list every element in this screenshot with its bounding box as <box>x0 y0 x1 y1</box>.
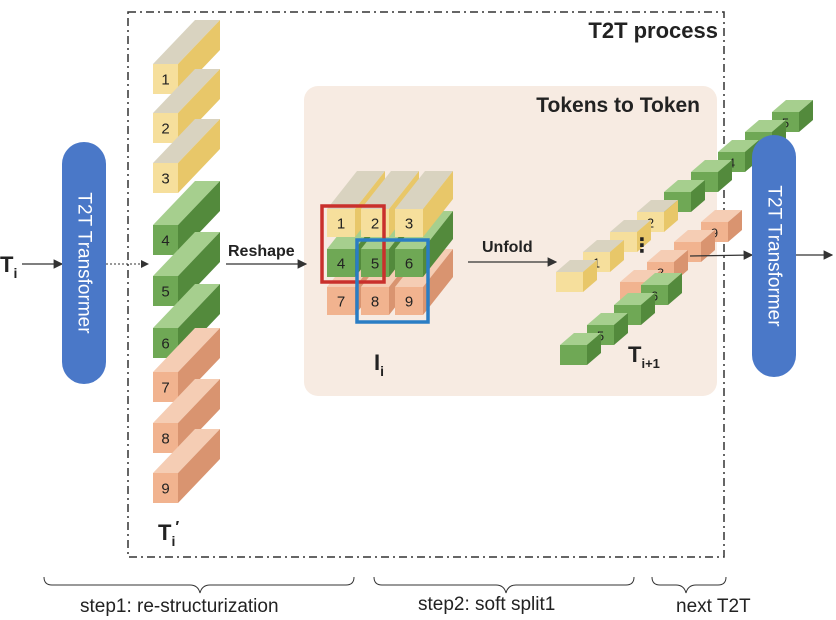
unfolded-tokens: 54219865 <box>556 100 813 365</box>
grid-cell-3-label: 3 <box>405 216 413 233</box>
step2-label: step2: soft split1 <box>418 594 556 615</box>
grid-cell-3: 3 <box>395 171 453 237</box>
process-frame <box>127 11 725 558</box>
grid-cell-6-label: 6 <box>405 256 413 273</box>
unfold-bot-bar-seg-0 <box>560 333 601 365</box>
grid-cell-7-label: 7 <box>337 294 345 311</box>
reshaped-grid: 7 8 9 4 5 6 1 2 3 <box>327 171 453 315</box>
token-5-label: 5 <box>161 284 169 301</box>
panel-title: Tokens to Token <box>536 94 700 117</box>
brace-step2 <box>373 576 635 594</box>
unfold-top-bar-seg-0 <box>556 260 597 292</box>
reshape-label: Reshape <box>228 243 295 260</box>
red-window <box>320 204 386 284</box>
grid-cell-8-label: 8 <box>371 294 379 311</box>
token-column: 1 2 3 4 5 6 7 8 9 <box>153 20 220 503</box>
token-3-label: 3 <box>161 171 169 188</box>
token-2: 2 <box>153 69 220 143</box>
to-next-transformer-arrow <box>689 250 754 260</box>
svg-text:T2T Transformer: T2T Transformer <box>764 185 785 327</box>
token-8: 8 <box>153 379 220 453</box>
token-4: 4 <box>153 181 220 255</box>
token-7: 7 <box>153 328 220 402</box>
token-3: 3 <box>153 119 220 193</box>
blue-window <box>355 238 430 324</box>
grid-cell-4-label: 4 <box>337 256 345 273</box>
grid-cell-2-label: 2 <box>371 216 379 233</box>
token-8-label: 8 <box>161 431 169 448</box>
grid-cell-5-label: 5 <box>371 256 379 273</box>
token-1-label: 1 <box>161 72 169 89</box>
grid-cell-1-label: 1 <box>337 216 345 233</box>
unfold-mid-bar: 98 <box>620 210 742 302</box>
output-token-label: Ti+1 <box>628 342 660 371</box>
unfold-top-bar: 5421 <box>556 100 813 292</box>
step3-label: next T2T <box>676 596 751 617</box>
token-6-label: 6 <box>161 336 169 353</box>
t2t-transformer-right: T2T Transformer <box>752 135 796 377</box>
token-9-label: 9 <box>161 481 169 498</box>
token-1: 1 <box>153 20 220 94</box>
t2t-transformer-left: T2T Transformer <box>62 142 106 384</box>
token-5: 5 <box>153 232 220 306</box>
tokens-prime-label: Ti′ <box>158 519 179 549</box>
input-token-label: Ti <box>0 252 17 281</box>
image-label: Ii <box>374 350 384 379</box>
grid-cell-9-label: 9 <box>405 294 413 311</box>
brace-step3 <box>651 576 727 594</box>
unfold-label: Unfold <box>482 239 533 256</box>
process-title: T2T process <box>588 18 718 43</box>
token-7-label: 7 <box>161 380 169 397</box>
token-9: 9 <box>153 429 220 503</box>
token-4-label: 4 <box>161 233 169 250</box>
brace-step1 <box>43 576 355 594</box>
token-2-label: 2 <box>161 121 169 138</box>
unfold-ellipsis: ⋮ <box>632 235 652 257</box>
step1-label: step1: re-structurization <box>80 596 279 617</box>
svg-text:T2T Transformer: T2T Transformer <box>74 192 95 334</box>
unfold-bot-bar: 65 <box>560 273 682 365</box>
